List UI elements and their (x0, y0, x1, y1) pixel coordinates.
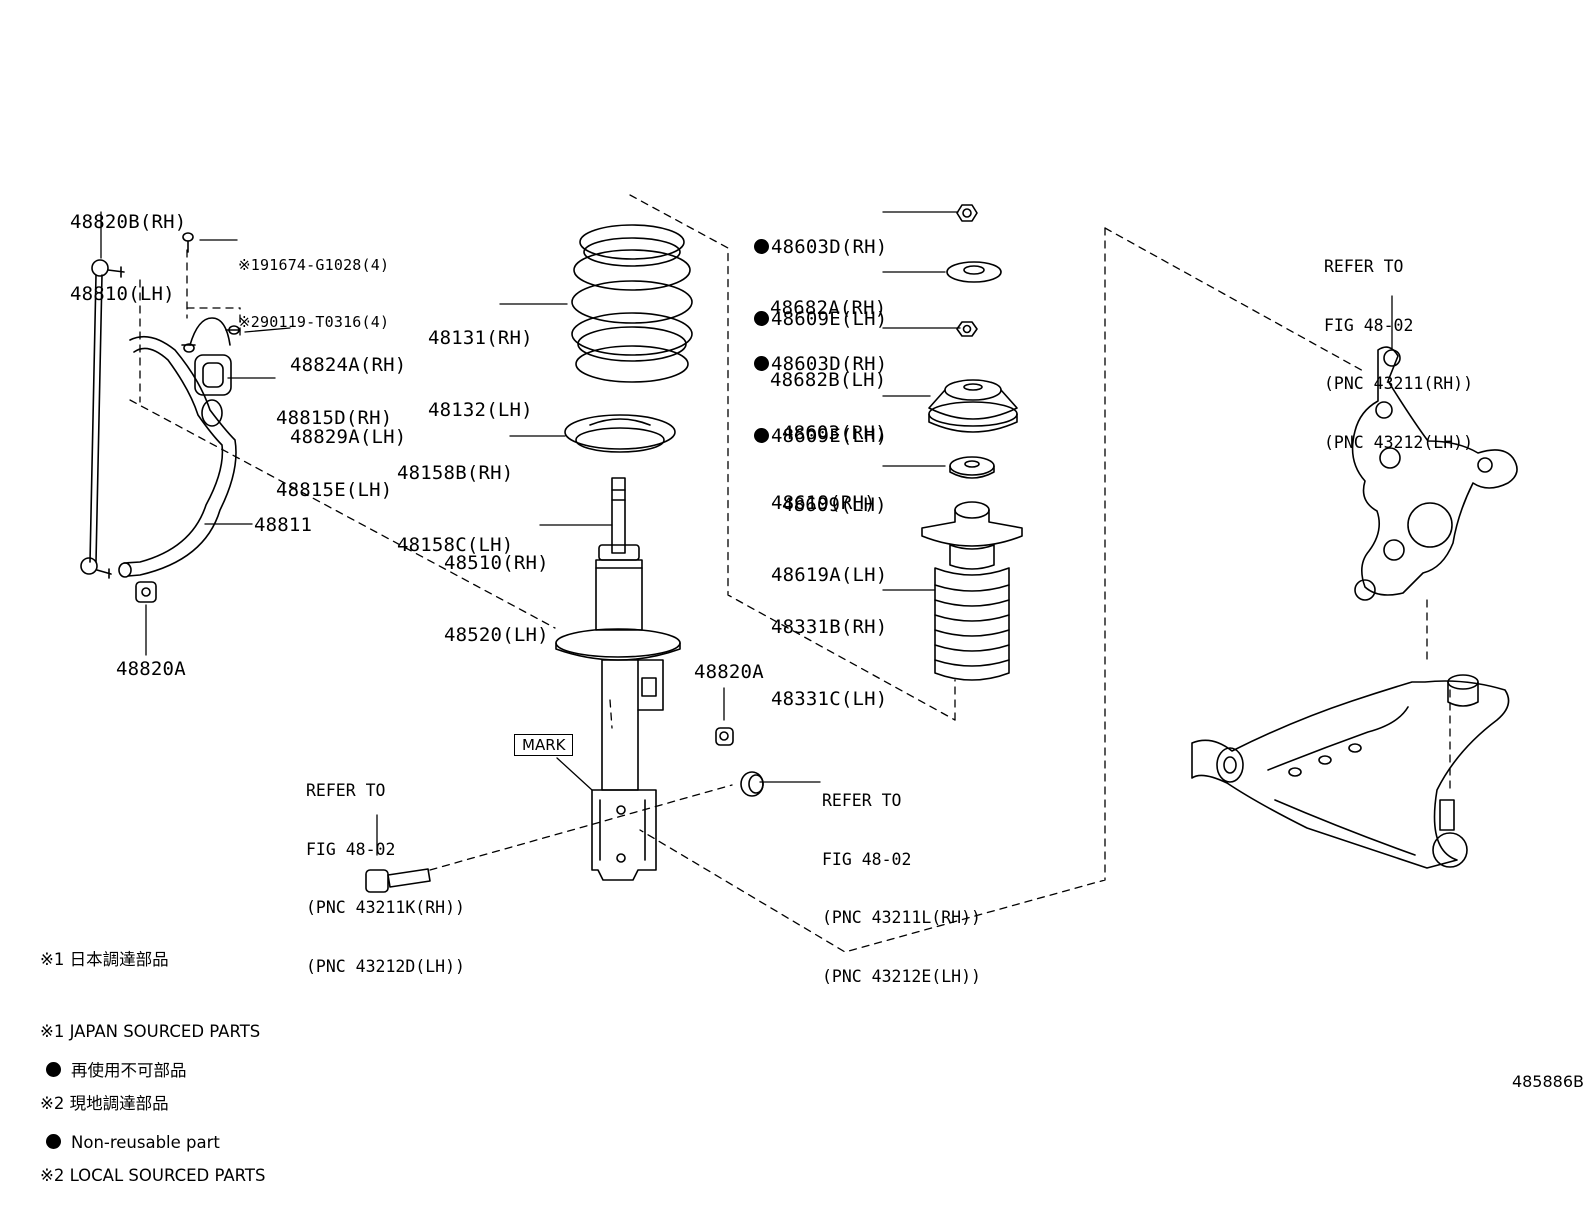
nut-top-rh-text: 48603D(RH) (771, 236, 888, 258)
legend-jp: 再使用不可部品 (46, 1059, 220, 1083)
shock-absorber-label: 48510(RH) 48520(LH) (444, 503, 549, 671)
nut-second-label: 48603D(RH) 48609E(LH) (754, 304, 887, 472)
support-mount-label: 48603(RH) 48609(LH) (782, 373, 887, 541)
nut-bottom-part (740, 771, 764, 797)
legend-en-text: Non-reusable part (71, 1133, 220, 1152)
nut-right-part (715, 727, 734, 746)
washer-label: 48682A(RH) 48682B(LH) (770, 248, 886, 416)
nut-left-part (135, 581, 157, 603)
knuckle-ref-line-1: REFER TO (1324, 257, 1404, 276)
knuckle-reference: REFER TO FIG 48-02 (PNC 43211(RH)) (PNC … (1324, 218, 1473, 472)
shock-absorber-lh: 48520(LH) (444, 624, 549, 646)
bearing-label: 48619(RH) 48619A(LH) (771, 443, 887, 611)
bracket-label: 48824A(RH) 48829A(LH) (290, 305, 406, 473)
filled-circle-icon (754, 356, 769, 371)
nut-right-label: 48820A (694, 661, 764, 683)
nut-top-rh: 48603D(RH) (754, 235, 887, 259)
suspension-diagram (80, 194, 1518, 953)
support-mount-part (928, 379, 1018, 433)
coil-spring-part (571, 224, 693, 383)
washer-rh: 48682A(RH) (770, 297, 887, 319)
coil-spring-label: 48131(RH) 48132(LH) (428, 278, 533, 446)
bushing-part (194, 354, 232, 396)
legend: 再使用不可部品 Non-reusable part (46, 1011, 220, 1179)
filled-circle-icon (46, 1062, 61, 1077)
leader-lines (100, 211, 1393, 856)
support-mount-rh: 48603(RH) (782, 422, 887, 444)
stabilizer-link-rh: 48820B(RH) (70, 211, 187, 233)
filled-circle-icon (754, 428, 769, 443)
filled-circle-icon (46, 1134, 61, 1149)
bump-stopper-label: 48331B(RH) 48331C(LH) (771, 567, 887, 735)
knuckle-ref-line-2: FIG 48-02 (1324, 315, 1414, 335)
bearing-lh: 48619A(LH) (771, 564, 888, 586)
spring-insulator-part (564, 414, 676, 453)
bump-stopper-rh: 48331B(RH) (771, 616, 888, 638)
legend-en: Non-reusable part (46, 1131, 220, 1155)
bolt-label: ※191674-G1028(4) ※290119-T0316(4) (238, 218, 389, 351)
washer-part (946, 261, 1002, 283)
spring-insulator-rh: 48158B(RH) (397, 462, 514, 484)
bolt-part (182, 232, 194, 253)
stabilizer-link-label: 48820B(RH) 48810(LH) (70, 162, 186, 330)
washer-lh: 48682B(LH) (770, 369, 887, 391)
nut-second-rh-text: 48603D(RH) (771, 353, 888, 375)
bolt-ref-line-4: (PNC 43212D(LH)) (306, 956, 465, 976)
bolt-ref-line-3: (PNC 43211K(RH)) (306, 898, 465, 917)
figure-number: 485886B (1511, 1072, 1584, 1091)
nut-top-lh: 48609E(LH) (754, 307, 887, 331)
bushing-label: 48815D(RH) 48815E(LH) (276, 358, 392, 526)
nut-ref-line-1: REFER TO (822, 791, 902, 810)
lower-arm-part (1191, 674, 1510, 869)
stabilizer-link-part (80, 259, 125, 579)
shock-absorber-rh: 48510(RH) (444, 552, 549, 574)
stabilizer-link-lh: 48810(LH) (70, 283, 175, 305)
bracket-lh: 48829A(LH) (290, 426, 407, 448)
bolt-ref-line-2: FIG 48-02 (306, 839, 396, 859)
nut-second-lh: 48609E(LH) (754, 424, 887, 448)
coil-spring-lh: 48132(LH) (428, 399, 533, 421)
stabilizer-bar-label: 48811 (254, 514, 313, 536)
bolt-ref-line-1: REFER TO (306, 781, 386, 800)
nut-second-lh-text: 48609E(LH) (771, 425, 888, 447)
note-japan-jp: ※1 日本調達部品 (40, 950, 169, 969)
bearing-part (949, 456, 995, 479)
bushing-rh: 48815D(RH) (276, 407, 393, 429)
bracket-part (181, 317, 241, 353)
shock-absorber-part (555, 477, 681, 881)
bolt-local: ※290119-T0316(4) (238, 313, 390, 331)
knuckle-ref-line-3: (PNC 43211(RH)) (1324, 374, 1474, 393)
spring-insulator-label: 48158B(RH) 48158C(LH) (397, 413, 513, 581)
bushing-lh: 48815E(LH) (276, 479, 393, 501)
coil-spring-rh: 48131(RH) (428, 327, 533, 349)
nut-top-part (956, 204, 978, 222)
legend-jp-text: 再使用不可部品 (71, 1061, 187, 1080)
bump-stopper-lh: 48331C(LH) (771, 688, 888, 710)
bracket-rh: 48824A(RH) (290, 354, 407, 376)
nut-ref-line-2: FIG 48-02 (822, 849, 912, 869)
note-japan-en: ※1 JAPAN SOURCED PARTS (40, 1022, 261, 1041)
knuckle-ref-line-4: (PNC 43212(LH)) (1324, 432, 1474, 452)
nut-top-lh-text: 48609E(LH) (771, 308, 888, 330)
dashed-assembly-lines (129, 194, 1451, 953)
nut-left-label: 48820A (116, 658, 186, 680)
nut-bottom-reference: REFER TO FIG 48-02 (PNC 43211L(RH)) (PNC… (822, 752, 981, 1006)
nut-second-rh: 48603D(RH) (754, 352, 887, 376)
bearing-rh: 48619(RH) (771, 492, 876, 514)
mark-label: MARK (514, 734, 574, 756)
filled-circle-icon (754, 239, 769, 254)
nut-top-label: 48603D(RH) 48609E(LH) (754, 187, 887, 355)
bolt-bottom-reference: REFER TO FIG 48-02 (PNC 43211K(RH)) (PNC… (306, 742, 465, 996)
bolt-bottom-part (365, 868, 431, 893)
support-mount-lh: 48609(LH) (782, 494, 887, 516)
stabilizer-bar-part (118, 335, 237, 578)
nut-ref-line-3: (PNC 43211L(RH)) (822, 908, 981, 927)
bolt-japan: ※191674-G1028(4) (238, 256, 390, 274)
bump-stopper-part (921, 501, 1023, 681)
steering-knuckle-part (1351, 346, 1518, 601)
nut-second-part (956, 321, 978, 337)
nut-ref-line-4: (PNC 43212E(LH)) (822, 966, 981, 986)
spring-insulator-lh: 48158C(LH) (397, 534, 514, 556)
filled-circle-icon (754, 311, 769, 326)
